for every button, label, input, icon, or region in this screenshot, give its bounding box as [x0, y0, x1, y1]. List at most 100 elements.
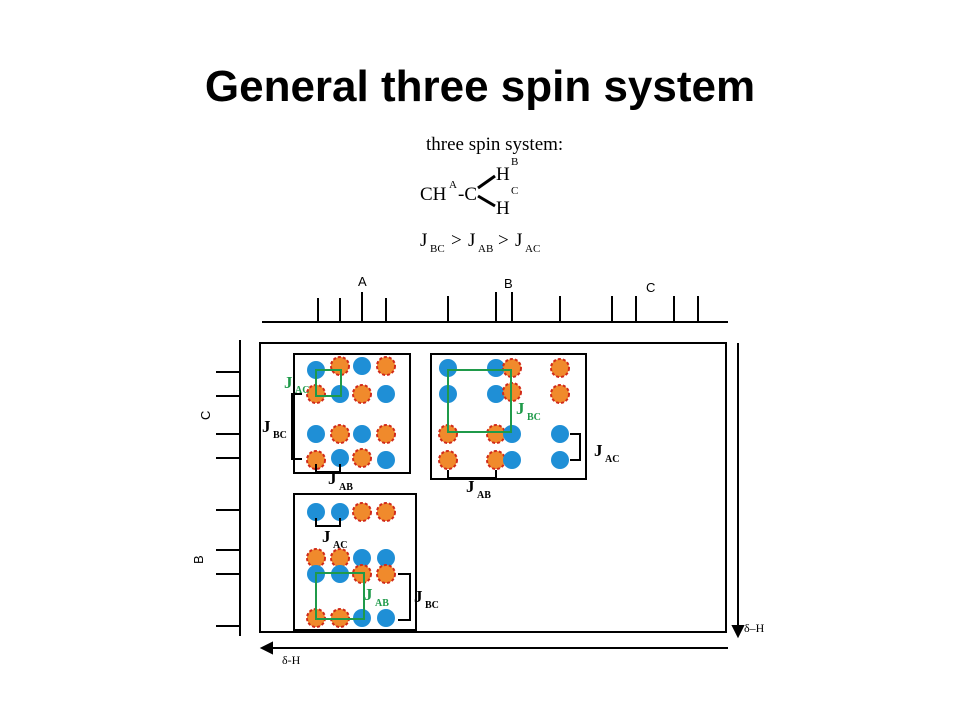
scheme-caption: three spin system: — [426, 134, 563, 155]
superscript-a: A — [449, 179, 457, 191]
blue-peak-dot — [487, 385, 505, 403]
relation-sub-ab: AB — [478, 243, 493, 255]
orange-peak-dot — [486, 424, 506, 444]
orange-peak-dot — [352, 502, 372, 522]
bracket-jab-box1 — [315, 464, 341, 473]
blue-peak-dot — [551, 425, 569, 443]
blue-peak-dot — [377, 609, 395, 627]
blue-peak-dot — [331, 449, 349, 467]
label-j-ac-box3: J — [322, 527, 331, 546]
green-square-ab — [315, 572, 365, 620]
label-sub-ac-box1: AC — [295, 385, 309, 396]
ch-label: CH — [420, 184, 447, 205]
label-sub-bc-box3: BC — [425, 600, 439, 611]
hydrogen-b-label: H — [496, 164, 510, 185]
orange-peak-dot — [438, 450, 458, 470]
label-j-bc-box2: J — [516, 399, 525, 418]
bracket-jac-box2 — [570, 433, 581, 461]
bracket-jbc-box3 — [398, 573, 411, 621]
relation-sub-bc: BC — [430, 243, 445, 255]
blue-peak-dot — [353, 549, 371, 567]
blue-peak-dot — [377, 549, 395, 567]
blue-peak-dot — [377, 451, 395, 469]
green-coupling-squares — [315, 369, 512, 620]
orange-peak-dot — [550, 384, 570, 404]
carbon-label: -C — [458, 184, 477, 205]
label-j-ab-box1: J — [328, 469, 337, 488]
label-j-ab-box2: J — [466, 477, 475, 496]
coupling-relation: J BC > J AB > J AC — [420, 230, 540, 255]
orange-peak-dot — [352, 384, 372, 404]
orange-peak-dot — [376, 356, 396, 376]
relation-gt-2: > — [498, 230, 509, 251]
relation-j-ac: J — [515, 230, 522, 251]
hydrogen-c-label: H — [496, 198, 510, 219]
horizontal-arrowhead — [259, 641, 273, 655]
bond-to-hb — [477, 174, 496, 190]
label-j-ab-box3: J — [364, 585, 373, 604]
orange-peak-dot — [502, 358, 522, 378]
label-sub-ab-box3: AB — [375, 598, 389, 609]
cross-peak-box-ac — [293, 353, 411, 474]
blue-peak-dot — [307, 425, 325, 443]
superscript-b: B — [511, 156, 518, 168]
orange-peak-dot — [352, 448, 372, 468]
top-label-c: C — [646, 280, 655, 295]
orange-peak-dot — [306, 450, 326, 470]
cosy-frame — [259, 342, 727, 633]
bond-to-hc — [477, 194, 496, 208]
vertical-arrowhead — [731, 625, 745, 639]
blue-peak-dot — [377, 385, 395, 403]
top-spectrum — [262, 292, 728, 323]
blue-peak-dot — [353, 357, 371, 375]
left-label-c: C — [198, 411, 213, 420]
top-label-b: B — [504, 276, 513, 291]
blue-peak-dot — [503, 451, 521, 469]
orange-peak-dot — [486, 450, 506, 470]
left-spectrum — [216, 340, 241, 636]
label-sub-ac-box2: AC — [605, 454, 619, 465]
orange-peak-dot — [330, 548, 350, 568]
label-j-bc-box1: J — [262, 417, 271, 436]
label-sub-ac-box3: AC — [333, 540, 347, 551]
vertical-axis-label: δ–H — [744, 621, 765, 635]
relation-j-ab: J — [468, 230, 475, 251]
cross-peak-box-ab — [293, 493, 417, 631]
label-sub-bc-box2: BC — [527, 412, 541, 423]
label-j-ac-box1: J — [284, 373, 293, 392]
top-label-a: A — [358, 274, 367, 289]
bracket-jac-box3 — [315, 518, 341, 527]
label-sub-ab-box2: AB — [477, 490, 491, 501]
green-square-bc — [447, 369, 512, 433]
orange-peak-dot — [550, 358, 570, 378]
label-j-ac-box2: J — [594, 441, 603, 460]
superscript-c: C — [511, 185, 518, 197]
blue-peak-dot — [551, 451, 569, 469]
cross-peak-box-bc — [430, 353, 587, 480]
blue-peak-dot — [439, 359, 457, 377]
left-label-b: B — [191, 555, 206, 564]
coupling-brackets — [291, 393, 581, 621]
blue-peak-dot — [503, 425, 521, 443]
bracket-jbc-box1 — [291, 393, 302, 460]
horizontal-axis-label: δ-H — [282, 653, 301, 667]
label-j-bc-box3: J — [414, 587, 423, 606]
relation-gt-1: > — [451, 230, 462, 251]
blue-peak-dot — [353, 425, 371, 443]
relation-j-bc: J — [420, 230, 427, 251]
peak-dots — [306, 356, 570, 628]
label-sub-bc-box1: BC — [273, 430, 287, 441]
molecule-scheme: three spin system: CH A -C H B H C — [420, 134, 563, 219]
relation-sub-ac: AC — [525, 243, 540, 255]
bracket-jab-box2 — [447, 470, 497, 479]
label-sub-ab-box1: AB — [339, 482, 353, 493]
blue-peak-dot — [331, 503, 349, 521]
blue-peak-dot — [307, 503, 325, 521]
page-title: General three spin system — [204, 62, 756, 111]
axis-arrows — [259, 343, 745, 655]
blue-peak-dot — [487, 359, 505, 377]
orange-peak-dot — [376, 424, 396, 444]
orange-peak-dot — [376, 564, 396, 584]
orange-peak-dot — [306, 548, 326, 568]
